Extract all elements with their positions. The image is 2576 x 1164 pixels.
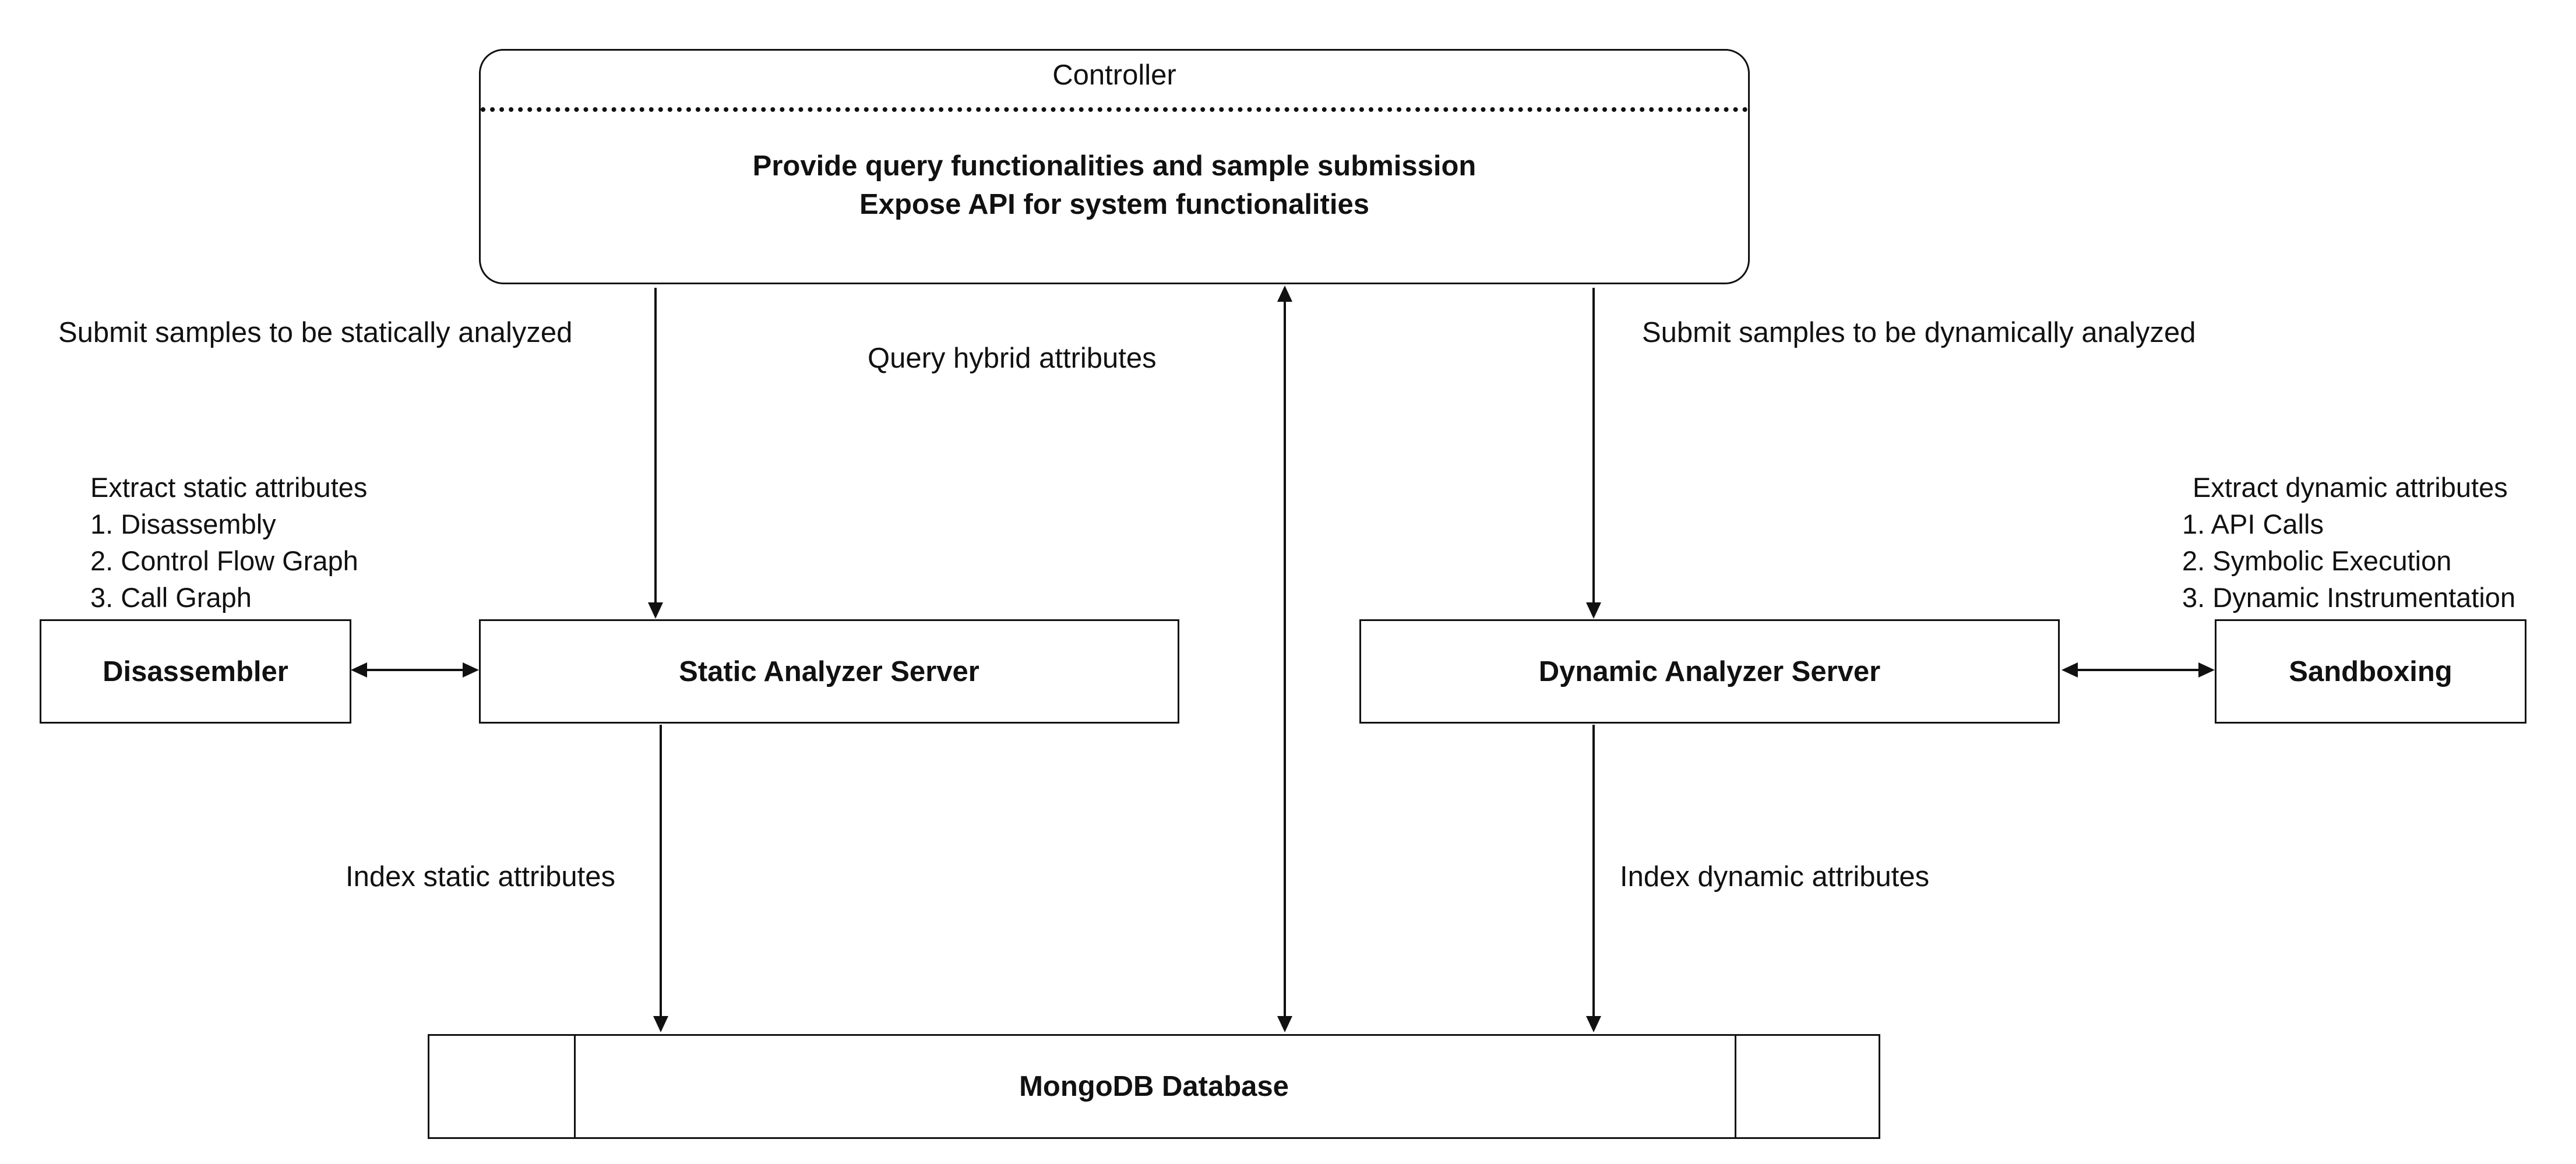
controller-description-line-1: Provide query functionalities and sample… — [752, 150, 1476, 182]
arrowhead-sandbox-left — [2061, 662, 2078, 678]
dynamic-analyzer-server-box: Dynamic Analyzer Server — [1359, 619, 2060, 724]
dynamic-notes-heading: Extract dynamic attributes — [2193, 472, 2508, 503]
arrowhead-submit-dynamic — [1586, 602, 1601, 619]
arrowhead-submit-static — [648, 602, 663, 619]
label-submit-dynamic: Submit samples to be dynamically analyze… — [1642, 317, 2196, 348]
static-analyzer-server-box: Static Analyzer Server — [479, 619, 1179, 724]
sandboxing-label: Sandboxing — [2289, 655, 2452, 687]
database-right-divider — [1735, 1036, 1736, 1137]
disassembler-label: Disassembler — [103, 655, 288, 687]
static-notes-item: 3. Call Graph — [90, 582, 252, 613]
sandboxing-box: Sandboxing — [2215, 619, 2526, 724]
dynamic-notes-item: 2. Symbolic Execution — [2182, 545, 2452, 576]
static-notes-heading: Extract static attributes — [90, 472, 368, 503]
controller-divider — [481, 107, 1748, 112]
arrowhead-disassembler-right — [463, 662, 479, 678]
dynamic-notes-item: 3. Dynamic Instrumentation — [2182, 582, 2516, 613]
arrowhead-disassembler-left — [351, 662, 367, 678]
static-analyzer-server-label: Static Analyzer Server — [679, 655, 979, 687]
arrowhead-index-dynamic — [1586, 1016, 1601, 1032]
static-attributes-notes: Extract static attributes 1. Disassembly… — [90, 469, 367, 616]
arrowhead-hybrid-bottom — [1277, 1016, 1292, 1032]
controller-title: Controller — [1052, 59, 1176, 91]
label-index-static: Index static attributes — [346, 861, 616, 893]
disassembler-box: Disassembler — [40, 619, 351, 724]
dynamic-analyzer-server-label: Dynamic Analyzer Server — [1538, 655, 1881, 687]
dynamic-attributes-notes: Extract dynamic attributes 1. API Calls … — [2182, 469, 2515, 616]
static-notes-item: 1. Disassembly — [90, 509, 276, 539]
label-submit-static: Submit samples to be statically analyzed — [58, 317, 573, 348]
static-notes-item: 2. Control Flow Graph — [90, 545, 358, 576]
arrowhead-index-static — [653, 1016, 668, 1032]
database-left-divider — [574, 1036, 576, 1137]
label-index-dynamic: Index dynamic attributes — [1620, 861, 1930, 893]
mongodb-database-box: MongoDB Database — [428, 1034, 1880, 1139]
controller-box: Controller Provide query functionalities… — [479, 49, 1750, 284]
dynamic-notes-item: 1. API Calls — [2182, 509, 2324, 539]
controller-description-line-2: Expose API for system functionalities — [859, 189, 1369, 220]
label-query-hybrid: Query hybrid attributes — [868, 343, 1157, 374]
arrowhead-hybrid-top — [1277, 285, 1292, 302]
mongodb-database-label: MongoDB Database — [1019, 1071, 1289, 1102]
controller-description: Provide query functionalities and sample… — [481, 147, 1748, 224]
arrowhead-sandbox-right — [2198, 662, 2215, 678]
